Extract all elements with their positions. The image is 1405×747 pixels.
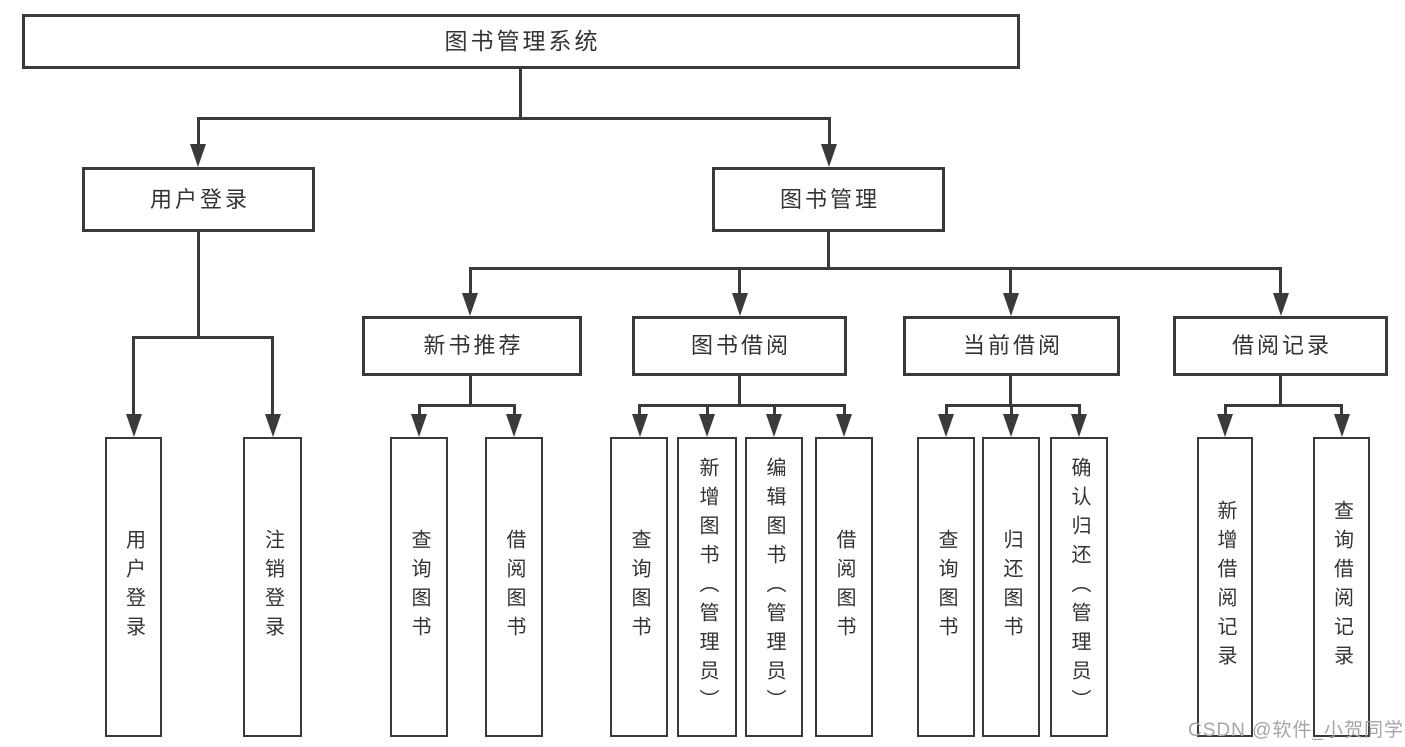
connector-drop-user-login-action bbox=[132, 338, 135, 416]
node-new-book-recommendation: 新书推荐 bbox=[362, 316, 582, 376]
node-return-books: 归还图书 bbox=[982, 437, 1040, 737]
connector-root-branch bbox=[197, 117, 831, 120]
connector-drop-book-management bbox=[828, 119, 831, 146]
connector-drop-edit-books-admin bbox=[773, 406, 776, 416]
connector-drop-borrowing-records bbox=[1279, 269, 1282, 295]
connector-drop-query-books-borrowing bbox=[638, 406, 641, 416]
node-user-login: 用户登录 bbox=[82, 167, 315, 232]
node-edit-books-admin: 编辑图书（管理员） bbox=[745, 437, 803, 737]
arrowhead-book-borrowing bbox=[732, 293, 748, 316]
arrowhead-user-login-action bbox=[126, 414, 142, 437]
node-query-books-borrowing: 查询图书 bbox=[610, 437, 668, 737]
connector-drop-query-books-current bbox=[945, 406, 948, 416]
connector-new-book-recommendation-branch bbox=[418, 404, 516, 407]
arrowhead-logout bbox=[265, 414, 281, 437]
arrowhead-confirm-return-admin bbox=[1071, 414, 1087, 437]
connector-book-borrowing-branch bbox=[638, 404, 846, 407]
node-add-books-admin: 新增图书（管理员） bbox=[677, 437, 737, 737]
arrowhead-user-login bbox=[190, 144, 206, 167]
connector-current-borrowing-stub bbox=[1009, 376, 1012, 406]
arrowhead-current-borrowing bbox=[1003, 293, 1019, 316]
node-borrow-books: 借阅图书 bbox=[815, 437, 873, 737]
node-query-books-recommend: 查询图书 bbox=[390, 437, 448, 737]
connector-borrowing-records-branch bbox=[1224, 404, 1343, 407]
arrowhead-query-books-recommend bbox=[411, 414, 427, 437]
connector-drop-confirm-return-admin bbox=[1078, 406, 1081, 416]
connector-drop-borrow-books-recommend bbox=[513, 406, 516, 416]
connector-root-stub bbox=[519, 69, 522, 118]
node-query-borrow-record: 查询借阅记录 bbox=[1313, 437, 1370, 737]
arrowhead-query-books-borrowing bbox=[632, 414, 648, 437]
node-logout: 注销登录 bbox=[243, 437, 302, 737]
arrowhead-borrow-books-recommend bbox=[506, 414, 522, 437]
connector-book-management-stub bbox=[827, 232, 830, 269]
watermark: CSDN @软件_小贺同学 bbox=[1188, 720, 1404, 741]
connector-drop-book-borrowing bbox=[738, 269, 741, 295]
connector-drop-user-login bbox=[197, 119, 200, 146]
connector-user-login-branch bbox=[132, 336, 274, 339]
connector-drop-return-books bbox=[1010, 406, 1013, 416]
arrowhead-borrow-books bbox=[836, 414, 852, 437]
arrowhead-query-borrow-record bbox=[1334, 414, 1350, 437]
connector-drop-add-books-admin bbox=[706, 406, 709, 416]
node-borrow-books-recommend: 借阅图书 bbox=[485, 437, 543, 737]
connector-drop-new-book-recommendation bbox=[469, 269, 472, 295]
connector-drop-current-borrowing bbox=[1009, 269, 1012, 295]
arrowhead-query-books-current bbox=[938, 414, 954, 437]
node-add-borrow-record: 新增借阅记录 bbox=[1197, 437, 1253, 737]
connector-user-login-stub bbox=[197, 232, 200, 337]
connector-book-borrowing-stub bbox=[738, 376, 741, 406]
connector-borrowing-records-stub bbox=[1279, 376, 1282, 406]
arrowhead-book-management bbox=[821, 144, 837, 167]
node-borrowing-records: 借阅记录 bbox=[1173, 316, 1388, 376]
connector-current-borrowing-branch bbox=[945, 404, 1081, 407]
connector-book-management-branch bbox=[469, 267, 1282, 270]
node-book-borrowing: 图书借阅 bbox=[632, 316, 847, 376]
node-book-management: 图书管理 bbox=[712, 167, 945, 232]
node-user-login-action: 用户登录 bbox=[105, 437, 162, 737]
node-query-books-current: 查询图书 bbox=[917, 437, 975, 737]
node-current-borrowing: 当前借阅 bbox=[903, 316, 1120, 376]
arrowhead-add-borrow-record bbox=[1217, 414, 1233, 437]
arrowhead-edit-books-admin bbox=[766, 414, 782, 437]
arrowhead-add-books-admin bbox=[699, 414, 715, 437]
connector-new-book-recommendation-stub bbox=[469, 376, 472, 406]
connector-drop-logout bbox=[271, 338, 274, 416]
connector-drop-borrow-books bbox=[843, 406, 846, 416]
arrowhead-borrowing-records bbox=[1273, 293, 1289, 316]
node-confirm-return-admin: 确认归还（管理员） bbox=[1050, 437, 1108, 737]
connector-drop-query-borrow-record bbox=[1340, 406, 1343, 416]
arrowhead-new-book-recommendation bbox=[462, 293, 478, 316]
connector-drop-add-borrow-record bbox=[1224, 406, 1227, 416]
node-root: 图书管理系统 bbox=[22, 14, 1020, 69]
connector-drop-query-books-recommend bbox=[418, 406, 421, 416]
arrowhead-return-books bbox=[1003, 414, 1019, 437]
